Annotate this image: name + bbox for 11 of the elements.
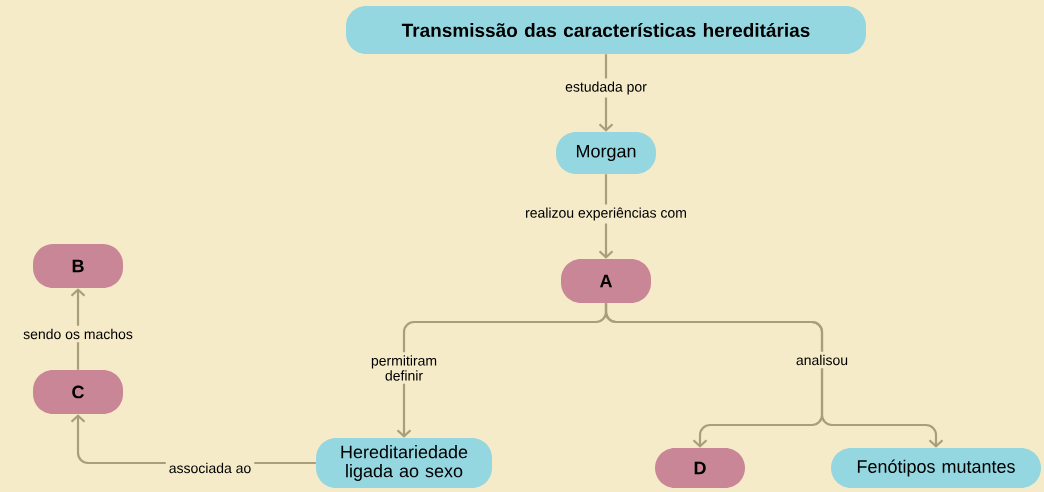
edge-label: realizou experiências com bbox=[522, 204, 690, 224]
title-box: Transmissão das características hereditárias bbox=[346, 6, 866, 54]
arrow bbox=[604, 303, 944, 448]
edge-label: permitiram definir bbox=[362, 352, 446, 384]
concept-box: Hereditariedade ligada ao sexo bbox=[316, 438, 492, 488]
concept-box: Morgan bbox=[556, 132, 656, 174]
concept-box: A bbox=[561, 259, 651, 303]
arrow bbox=[70, 288, 86, 370]
arrow bbox=[598, 174, 614, 259]
edge-label: estudada por bbox=[562, 78, 650, 98]
concept-box: Fenótipos mutantes bbox=[831, 448, 1041, 488]
